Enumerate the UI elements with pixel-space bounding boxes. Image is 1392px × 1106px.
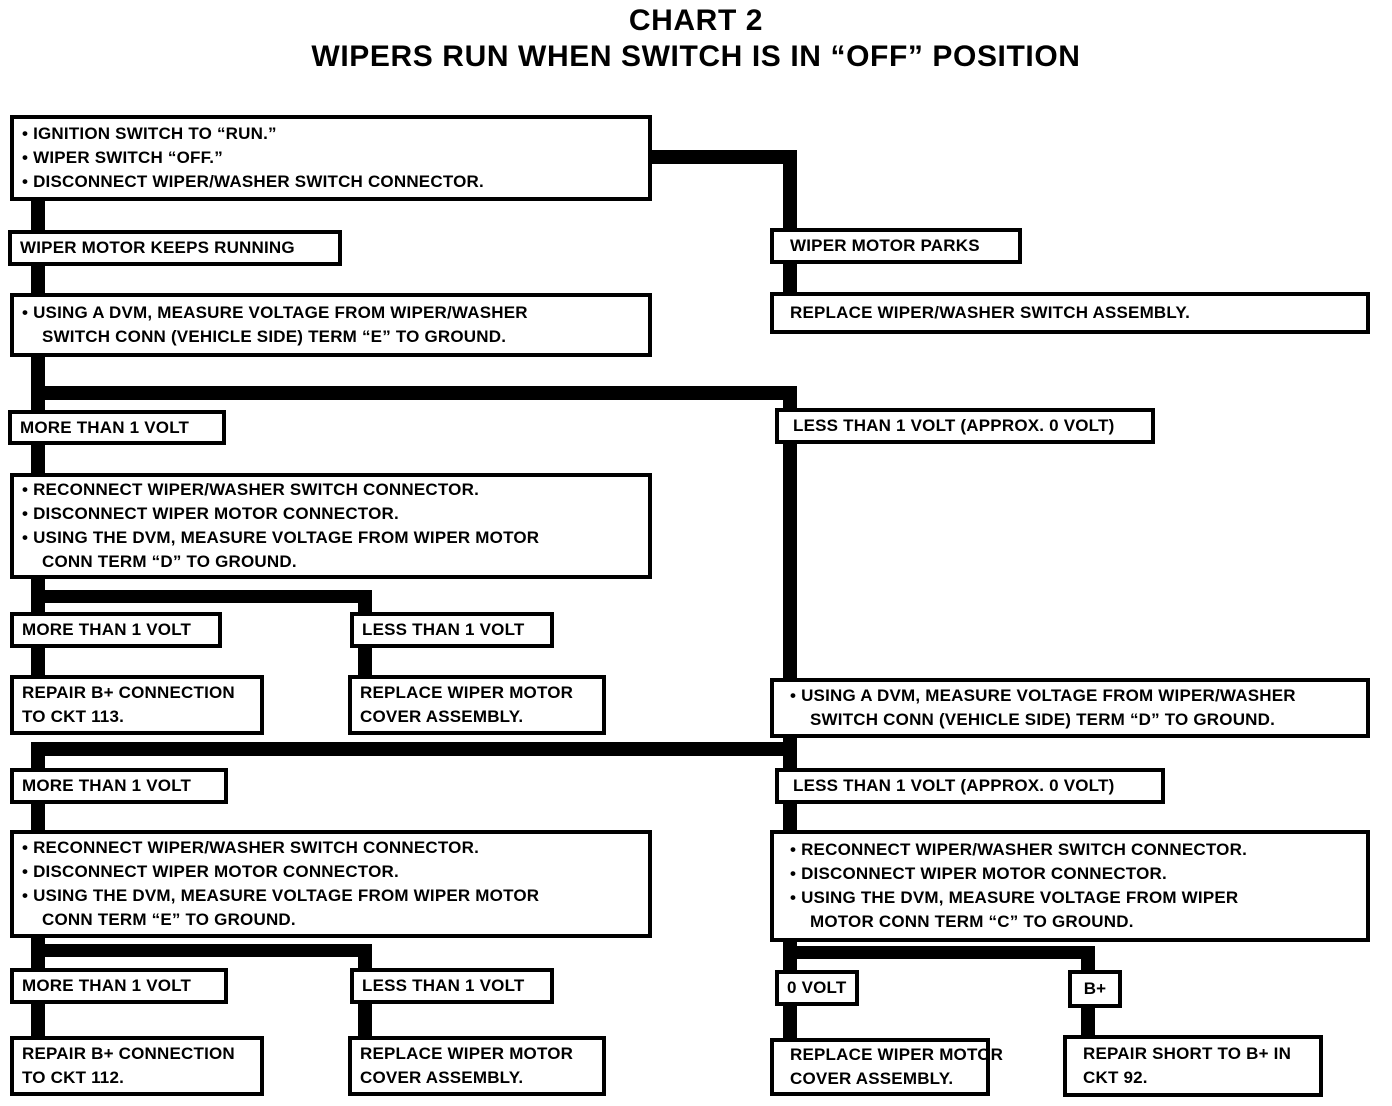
text-line: RECONNECT WIPER/WASHER SWITCH CONNECTOR.: [790, 838, 1358, 862]
node-b-plus: B+: [1068, 970, 1122, 1008]
connector-parks-to-replace-assembly: [783, 263, 797, 293]
connector-more2-to-repair-113: [31, 647, 45, 676]
connector-more1-to-check-d: [31, 444, 45, 474]
connector-less2-to-cover-1: [358, 647, 372, 676]
node-repair-b-plus-ckt-112: REPAIR B+ CONNECTION TO CKT 112.: [10, 1036, 264, 1096]
connector-branch-e-horizontal: [31, 386, 797, 400]
node-wiper-motor-keeps-running: WIPER MOTOR KEEPS RUNNING: [8, 230, 342, 266]
text-line: USING THE DVM, MEASURE VOLTAGE FROM WIPE…: [22, 526, 640, 550]
text-line: LESS THAN 1 VOLT: [362, 976, 525, 995]
connector-down-to-parks: [783, 150, 797, 228]
connector-branch-measure-d-horizontal: [31, 742, 797, 756]
text-line: B+: [1083, 979, 1107, 998]
text-line: MORE THAN 1 VOLT: [22, 620, 192, 639]
node-less-than-1-volt-approx-2: LESS THAN 1 VOLT (APPROX. 0 VOLT): [775, 768, 1165, 804]
node-replace-motor-cover-1: REPLACE WIPER MOTOR COVER ASSEMBLY.: [348, 675, 606, 735]
connector-less-approx-2-to-check-c: [783, 803, 797, 831]
connector-branch-e2-horizontal: [31, 944, 372, 957]
node-replace-switch-assembly: REPLACE WIPER/WASHER SWITCH ASSEMBLY.: [770, 292, 1370, 334]
text-line: MORE THAN 1 VOLT: [22, 976, 192, 995]
text-line: REPLACE WIPER/WASHER SWITCH ASSEMBLY.: [790, 303, 1191, 322]
node-repair-short-ckt-92: REPAIR SHORT TO B+ IN CKT 92.: [1063, 1035, 1323, 1097]
node-zero-volt: 0 VOLT: [775, 970, 859, 1006]
text-line: SWITCH CONN (VEHICLE SIDE) TERM “D” TO G…: [810, 710, 1276, 729]
text-line: DISCONNECT WIPER MOTOR CONNECTOR.: [22, 502, 640, 526]
text-line: TO CKT 113.: [22, 707, 125, 726]
connector-more4-to-repair-112: [31, 1003, 45, 1037]
text-line: WIPER MOTOR PARKS: [790, 236, 980, 255]
text-line: LESS THAN 1 VOLT (APPROX. 0 VOLT): [793, 416, 1115, 435]
chart-title: CHART 2: [628, 4, 764, 37]
node-more-than-1-volt-2: MORE THAN 1 VOLT: [10, 612, 222, 648]
node-more-than-1-volt-4: MORE THAN 1 VOLT: [10, 968, 228, 1004]
text-line: MORE THAN 1 VOLT: [22, 776, 192, 795]
node-repair-b-plus-ckt-113: REPAIR B+ CONNECTION TO CKT 113.: [10, 675, 264, 735]
text-line: DISCONNECT WIPER MOTOR CONNECTOR.: [22, 860, 640, 884]
text-line: LESS THAN 1 VOLT (APPROX. 0 VOLT): [793, 776, 1115, 795]
connector-to-less-approx-1: [783, 386, 797, 410]
node-measure-term-e: USING A DVM, MEASURE VOLTAGE FROM WIPER/…: [10, 293, 652, 357]
chart-subtitle: WIPERS RUN WHEN SWITCH IS IN “OFF” POSIT…: [311, 40, 1081, 73]
text-line: USING A DVM, MEASURE VOLTAGE FROM WIPER/…: [22, 301, 640, 325]
text-line: REPLACE WIPER MOTOR: [790, 1045, 1004, 1064]
node-wiper-motor-parks: WIPER MOTOR PARKS: [770, 228, 1022, 264]
text-line: IGNITION SWITCH TO “RUN.”: [22, 122, 640, 146]
text-line: CKT 92.: [1083, 1068, 1148, 1087]
text-line: USING A DVM, MEASURE VOLTAGE FROM WIPER/…: [790, 684, 1358, 708]
connector-b-plus-to-repair-92: [1081, 1007, 1095, 1036]
text-line: DISCONNECT WIPER/WASHER SWITCH CONNECTOR…: [22, 170, 640, 194]
text-line: CONN TERM “D” TO GROUND.: [42, 552, 297, 571]
text-line: REPAIR SHORT TO B+ IN: [1083, 1044, 1292, 1063]
connector-less4-to-cover-2: [358, 1003, 372, 1037]
text-line: MORE THAN 1 VOLT: [20, 417, 190, 437]
text-line: DISCONNECT WIPER MOTOR CONNECTOR.: [790, 862, 1358, 886]
node-less-than-1-volt-2: LESS THAN 1 VOLT: [350, 612, 554, 648]
node-measure-term-d: USING A DVM, MEASURE VOLTAGE FROM WIPER/…: [770, 678, 1370, 738]
node-check-motor-term-c: RECONNECT WIPER/WASHER SWITCH CONNECTOR.…: [770, 830, 1370, 942]
connector-initial-to-right-column: [652, 150, 797, 164]
node-more-than-1-volt-3: MORE THAN 1 VOLT: [10, 768, 228, 804]
text-line: COVER ASSEMBLY.: [360, 1068, 524, 1087]
text-line: 0 VOLT: [787, 978, 847, 997]
connector-keeps-running-to-measure-e: [31, 265, 45, 294]
connector-initial-to-keeps-running: [31, 201, 45, 231]
node-check-motor-term-e: RECONNECT WIPER/WASHER SWITCH CONNECTOR.…: [10, 830, 652, 938]
node-less-than-1-volt-4: LESS THAN 1 VOLT: [350, 968, 554, 1004]
node-replace-motor-cover-2: REPLACE WIPER MOTOR COVER ASSEMBLY.: [348, 1036, 606, 1096]
text-line: LESS THAN 1 VOLT: [362, 620, 525, 639]
node-check-motor-term-d: RECONNECT WIPER/WASHER SWITCH CONNECTOR.…: [10, 473, 652, 579]
text-line: WIPER SWITCH “OFF.”: [22, 146, 640, 170]
text-line: RECONNECT WIPER/WASHER SWITCH CONNECTOR.: [22, 836, 640, 860]
node-replace-motor-cover-3: REPLACE WIPER MOTOR COVER ASSEMBLY.: [770, 1038, 1004, 1096]
node-less-than-1-volt-approx-1: LESS THAN 1 VOLT (APPROX. 0 VOLT): [775, 408, 1155, 444]
connector-zero-volt-to-cover-3: [783, 1005, 797, 1039]
text-line: MOTOR CONN TERM “C” TO GROUND.: [810, 912, 1134, 931]
node-initial-conditions: IGNITION SWITCH TO “RUN.” WIPER SWITCH “…: [10, 115, 652, 201]
connector-measure-e-down: [31, 356, 45, 412]
text-line: SWITCH CONN (VEHICLE SIDE) TERM “E” TO G…: [42, 327, 507, 346]
text-line: USING THE DVM, MEASURE VOLTAGE FROM WIPE…: [790, 886, 1358, 910]
text-line: COVER ASSEMBLY.: [790, 1069, 954, 1088]
connector-to-less-4: [358, 944, 372, 969]
text-line: TO CKT 112.: [22, 1068, 125, 1087]
connector-branch-d-horizontal: [31, 590, 372, 603]
text-line: RECONNECT WIPER/WASHER SWITCH CONNECTOR.: [22, 478, 640, 502]
text-line: COVER ASSEMBLY.: [360, 707, 524, 726]
text-line: REPAIR B+ CONNECTION: [22, 683, 235, 702]
text-line: REPLACE WIPER MOTOR: [360, 683, 574, 702]
text-line: REPAIR B+ CONNECTION: [22, 1044, 235, 1063]
connector-to-less-2: [358, 590, 372, 614]
text-line: CONN TERM “E” TO GROUND.: [42, 910, 296, 929]
connector-branch-c-horizontal: [783, 946, 1095, 959]
connector-to-b-plus: [1081, 946, 1095, 971]
node-more-than-1-volt-1: MORE THAN 1 VOLT: [8, 410, 226, 445]
text-line: REPLACE WIPER MOTOR: [360, 1044, 574, 1063]
connector-more3-to-check-e: [31, 803, 45, 831]
connector-to-more-3: [31, 742, 45, 770]
text-line: WIPER MOTOR KEEPS RUNNING: [20, 238, 295, 257]
connector-less-approx-1-to-measure-d: [783, 443, 797, 679]
text-line: USING THE DVM, MEASURE VOLTAGE FROM WIPE…: [22, 884, 640, 908]
